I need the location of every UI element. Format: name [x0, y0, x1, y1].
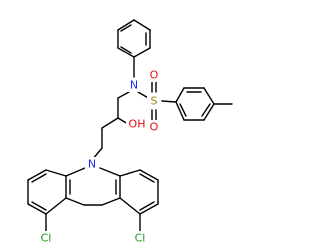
bond [179, 103, 187, 117]
bond [45, 169, 67, 177]
atom-text: S [151, 95, 158, 108]
bond [117, 19, 135, 31]
atom-label-n-sulfonamide: N [127, 78, 141, 92]
bond [119, 197, 141, 215]
bond [65, 197, 85, 206]
bond [120, 46, 132, 54]
bond [139, 203, 159, 215]
carbazole-core [27, 167, 159, 233]
atom-text: Cl [41, 232, 52, 245]
atom-label-o-sulfonyl-bottom: O [147, 120, 161, 134]
bond [99, 167, 121, 177]
bond [139, 169, 159, 181]
atom-label-cl-right: Cl [130, 231, 150, 245]
bond [139, 173, 155, 183]
bond [139, 201, 155, 211]
bond [203, 103, 215, 121]
atom-text: N [130, 79, 138, 92]
bond [119, 169, 141, 177]
bond [101, 117, 119, 129]
atom-label-hydroxyl: OH [126, 117, 148, 131]
bond [175, 101, 185, 121]
bond [45, 197, 67, 215]
atom-label-s-sulfonyl: S [147, 94, 161, 108]
bond [27, 169, 47, 181]
bond [117, 91, 130, 99]
atom-text: N [88, 158, 96, 171]
bond [27, 203, 47, 215]
bond [120, 24, 132, 32]
atom-text: O [150, 69, 159, 82]
bond [203, 87, 215, 105]
tolyl-ring [175, 87, 233, 121]
atom-text: Cl [135, 232, 146, 245]
bond [133, 19, 151, 31]
atom-text: O [150, 121, 159, 134]
bond [201, 103, 211, 117]
bond [161, 100, 177, 103]
atom-text: OH [129, 118, 146, 131]
bond [101, 197, 121, 206]
atom-label-cl-left: Cl [36, 231, 56, 245]
bond [65, 167, 86, 177]
phenyl-ring [117, 19, 151, 58]
molecule-structure: N S O O OH N Cl Cl [27, 19, 233, 245]
bond [133, 47, 151, 58]
bond [175, 87, 185, 103]
structure-canvas: N S O O OH N Cl Cl [27, 19, 233, 245]
bond [31, 201, 47, 211]
atom-label-n-carbazole: N [85, 157, 99, 171]
bond [31, 173, 47, 183]
bond [117, 47, 135, 58]
atom-label-o-sulfonyl-top: O [147, 68, 161, 82]
